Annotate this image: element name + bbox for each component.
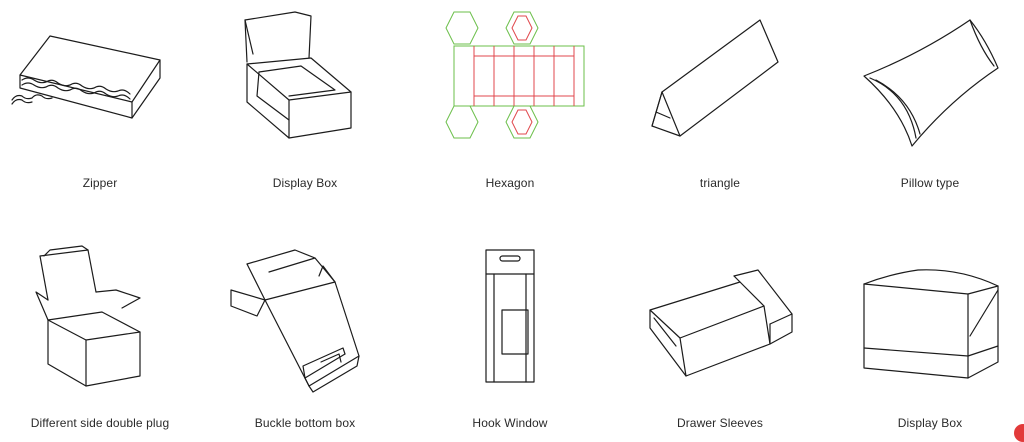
chat-badge-icon[interactable] xyxy=(1014,424,1024,442)
box-style-label: triangle xyxy=(699,176,741,190)
box-style-label: Display Box xyxy=(272,176,338,190)
zipper-box-icon xyxy=(11,35,161,119)
triangle-box-icon xyxy=(651,19,779,137)
box-style-label: Hook Window xyxy=(472,416,548,430)
box-style-display-box-2[interactable]: Display Box xyxy=(830,236,1024,436)
box-style-label: Different side double plug xyxy=(30,416,170,430)
box-style-triangle[interactable]: triangle xyxy=(620,0,820,200)
buckle-bottom-box-icon xyxy=(230,249,360,393)
box-style-hook-window[interactable]: Hook Window xyxy=(410,236,610,436)
box-style-label: Pillow type xyxy=(900,176,960,190)
hexagon-box-icon xyxy=(445,11,585,139)
box-style-buckle-bottom[interactable]: Buckle bottom box xyxy=(205,236,405,436)
display-box-icon xyxy=(244,11,352,139)
box-style-drawer-sleeves[interactable]: Drawer Sleeves xyxy=(620,236,820,436)
pillow-box-icon xyxy=(863,19,999,147)
box-style-label: Display Box xyxy=(897,416,963,430)
box-style-label: Drawer Sleeves xyxy=(676,416,764,430)
box-style-hexagon[interactable]: Hexagon xyxy=(410,0,610,200)
box-style-label: Hexagon xyxy=(485,176,535,190)
box-style-display-box[interactable]: Display Box xyxy=(205,0,405,200)
box-style-label: Zipper xyxy=(82,176,118,190)
hook-window-box-icon xyxy=(485,249,535,383)
drawer-sleeve-box-icon xyxy=(649,269,793,377)
display-box-2-icon xyxy=(863,269,999,379)
double-plug-box-icon xyxy=(35,245,141,387)
box-style-pillow[interactable]: Pillow type xyxy=(830,0,1024,200)
box-style-zipper[interactable]: Zipper xyxy=(0,0,200,200)
box-style-double-plug[interactable]: Different side double plug xyxy=(0,236,200,436)
box-style-label: Buckle bottom box xyxy=(254,416,356,430)
